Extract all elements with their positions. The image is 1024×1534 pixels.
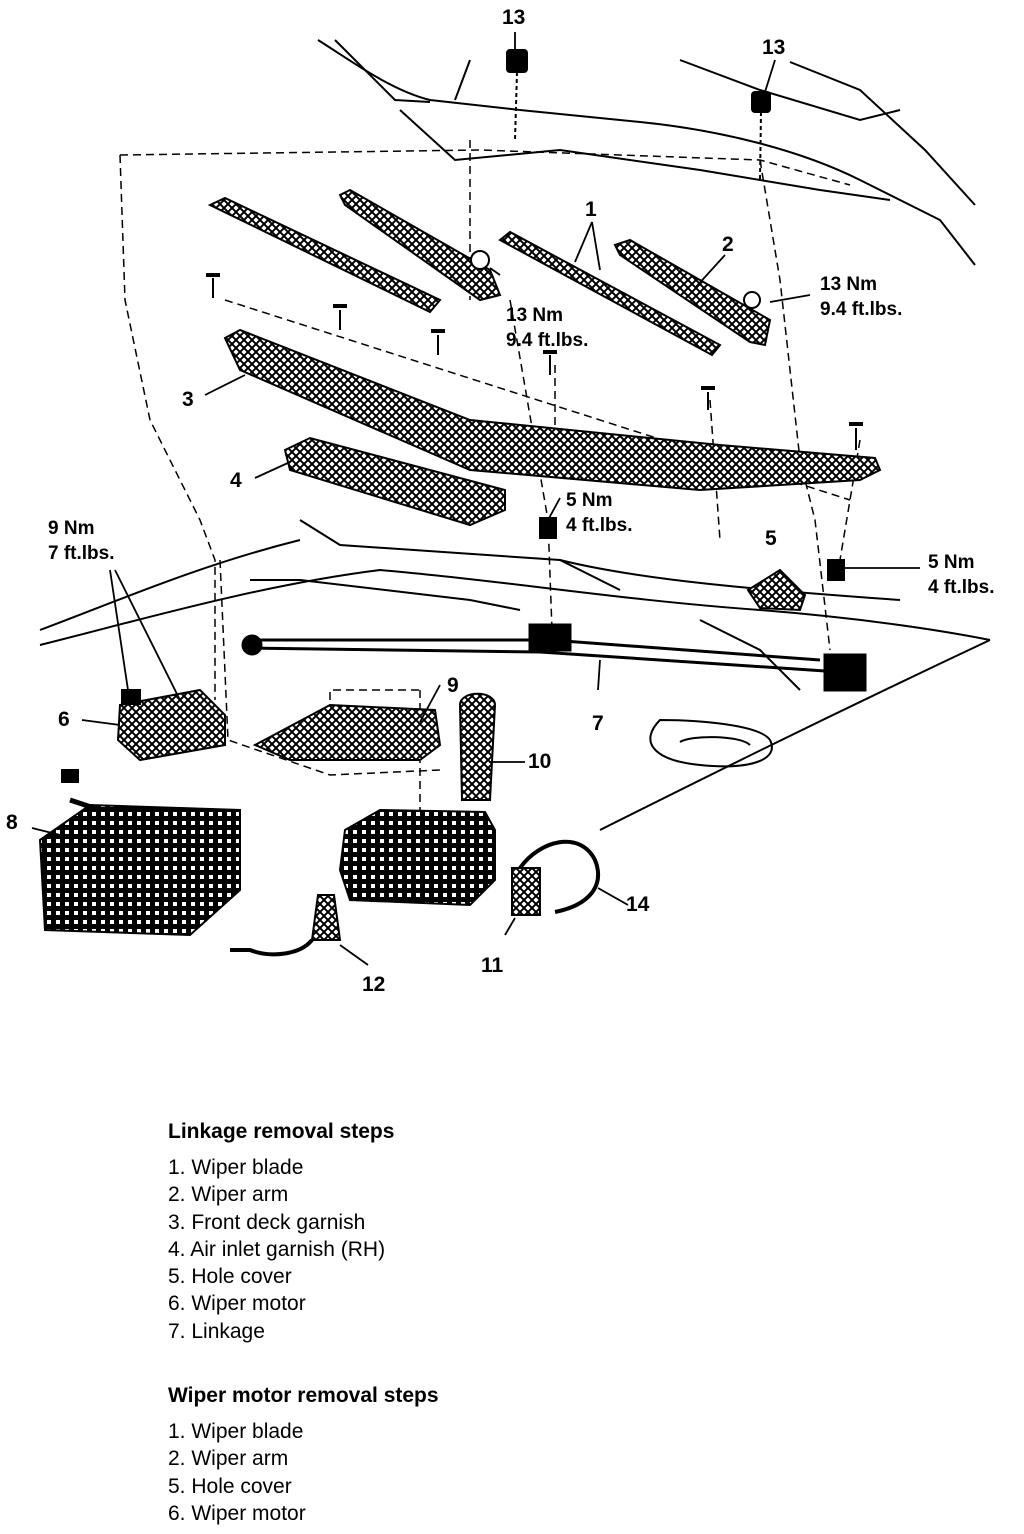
linkage-removal-title: Linkage removal steps [168, 1120, 395, 1143]
step-item: 2. Wiper arm [168, 1447, 289, 1471]
torque-nm: 9 Nm [48, 518, 95, 539]
linkage-removal-steps: Linkage removal steps 1. Wiper blade 2. … [168, 1120, 394, 1345]
torque-nm: 13 Nm [820, 274, 878, 295]
torque-label-motor: 9 Nm 7 ft.lbs. [48, 516, 115, 566]
torque-nm: 5 Nm [928, 552, 975, 573]
step-item: 1. Wiper blade [168, 1156, 304, 1179]
exploded-view-diagram [31, 32, 991, 966]
callout-5: 5 [765, 527, 777, 550]
step-item: 5. Hole cover [168, 1265, 292, 1289]
callout-3: 3 [182, 388, 194, 411]
torque-ftlbs: 4 ft.lbs. [566, 515, 633, 536]
front-deck-garnish [206, 273, 882, 492]
callout-13-left: 13 [502, 6, 526, 29]
windshield-outline [317, 39, 976, 266]
step-item: 7. Linkage [168, 1319, 265, 1343]
torque-ftlbs: 7 ft.lbs. [48, 543, 115, 564]
torque-ftlbs: 4 ft.lbs. [928, 577, 995, 598]
step-item: 6. Wiper motor [168, 1501, 306, 1525]
torque-label-linkage-right: 5 Nm 4 ft.lbs. [928, 550, 995, 600]
linkage [241, 623, 867, 692]
callout-7: 7 [592, 712, 604, 735]
callout-6: 6 [58, 708, 70, 731]
step-item: 5. Hole cover [168, 1474, 292, 1498]
torque-label-arm-right: 13 Nm 9.4 ft.lbs. [820, 272, 902, 322]
air-inlet-garnish [283, 436, 506, 527]
wiper-motor [61, 688, 226, 783]
torque-nm: 5 Nm [566, 490, 613, 511]
step-item: 2. Wiper arm [168, 1183, 289, 1207]
torque-nm: 13 Nm [506, 305, 564, 326]
torque-label-linkage-center: 5 Nm 4 ft.lbs. [566, 488, 633, 538]
callout-1: 1 [585, 198, 597, 221]
callout-10: 10 [528, 750, 552, 773]
torque-label-arm-left: 13 Nm 9.4 ft.lbs. [506, 303, 588, 353]
washer-pumps [230, 839, 601, 957]
callout-12: 12 [362, 973, 386, 996]
top-mount-nuts [506, 49, 771, 181]
torque-ftlbs: 9.4 ft.lbs. [820, 299, 903, 320]
step-item: 4. Air inlet garnish (RH) [168, 1237, 386, 1261]
callout-11: 11 [481, 954, 504, 977]
callout-4: 4 [230, 469, 242, 492]
step-item: 1. Wiper blade [168, 1420, 304, 1443]
callout-8: 8 [6, 811, 18, 834]
callout-2: 2 [722, 233, 734, 256]
cowl-panel [39, 519, 991, 831]
hole-cover [539, 517, 845, 612]
wiper-blades [207, 188, 772, 357]
step-item: 6. Wiper motor [168, 1292, 306, 1316]
leader-lines [31, 32, 920, 966]
step-item: 3. Front deck garnish [168, 1210, 366, 1234]
callout-14: 14 [626, 893, 650, 916]
torque-ftlbs: 9.4 ft.lbs. [506, 330, 589, 351]
callout-13-right: 13 [762, 36, 786, 59]
wiper-motor-removal-steps: Wiper motor removal steps 1. Wiper blade… [168, 1384, 439, 1527]
callout-9: 9 [447, 674, 459, 697]
washer-reservoir [38, 692, 497, 937]
wiper-motor-removal-title: Wiper motor removal steps [168, 1384, 439, 1407]
